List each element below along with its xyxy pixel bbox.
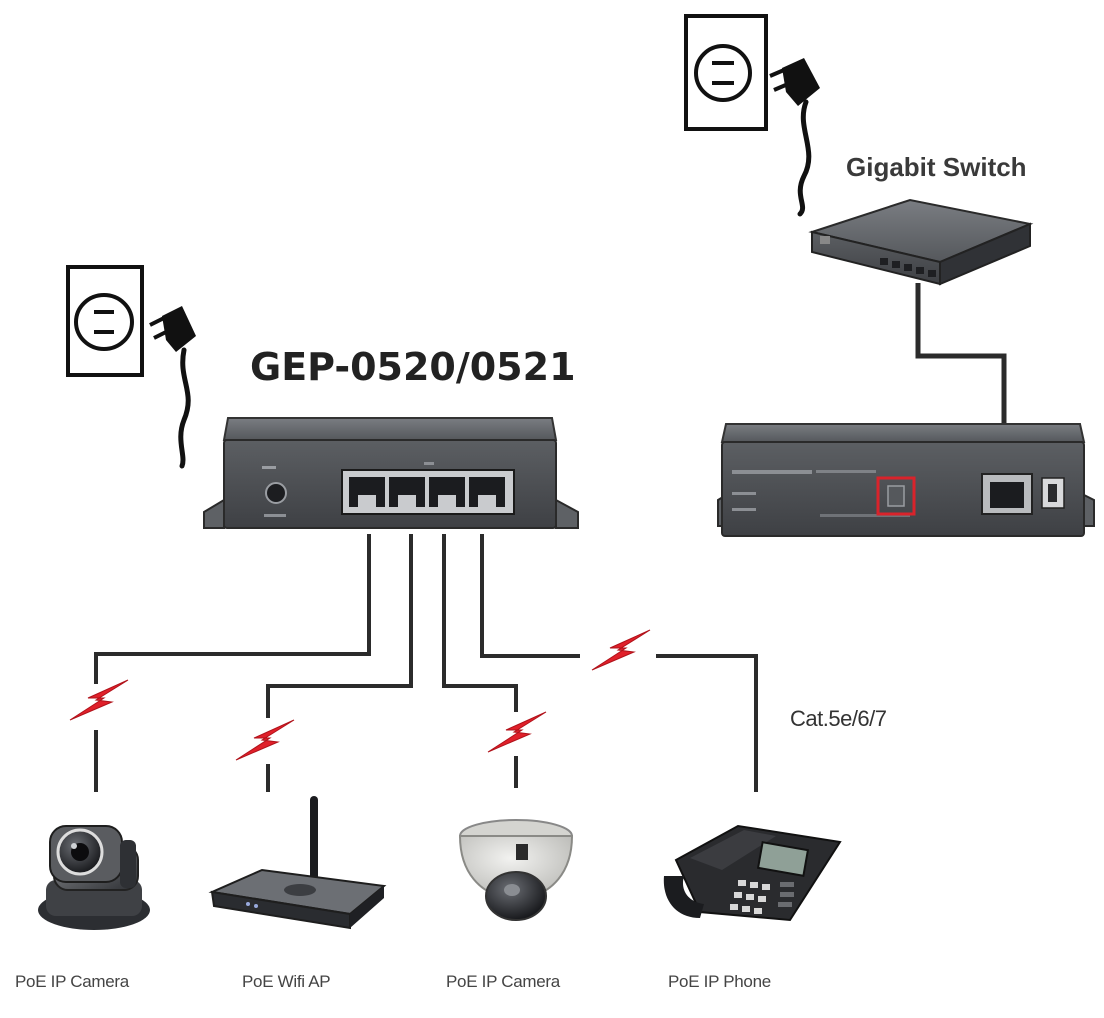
switch-label: Gigabit Switch [846,152,1027,182]
lightning-icon [591,629,651,671]
injector-title: GEP-0520/0521 [250,345,576,389]
gigabit-switch-icon [808,198,1034,286]
lightning-icon [69,679,129,721]
downlink-cables [94,534,758,792]
device-label-ptz-camera: PoE IP Camera [15,972,129,991]
highlight-box [876,476,916,516]
ptz-camera-icon [38,825,150,930]
ip-phone-icon [663,824,842,922]
cable-port-3 [442,534,518,712]
lightning-icon [487,711,547,753]
device-label-ip-phone: PoE IP Phone [668,972,771,991]
cable-port-1 [94,534,371,684]
wall-outlet-icon [684,14,768,131]
power-plug-icon [149,306,196,469]
poe-injector-icon [203,417,579,529]
wall-outlet-icon [66,265,144,377]
device-label-dome-camera: PoE IP Camera [446,972,560,991]
cable-label: Cat.5e/6/7 [790,706,887,731]
lightning-icon [235,719,295,761]
cable-port-2 [266,534,413,718]
dome-camera-icon [458,819,574,921]
cable-port-4 [480,534,580,658]
injector-rear-panel [717,423,1095,537]
lightning-icons [69,629,651,761]
uplink-cable [915,283,1007,484]
power-plug-icon [769,58,820,217]
device-label-wifi-ap: PoE Wifi AP [242,972,331,991]
cable-port-4-device [656,654,758,792]
wifi-router-icon [208,796,387,930]
